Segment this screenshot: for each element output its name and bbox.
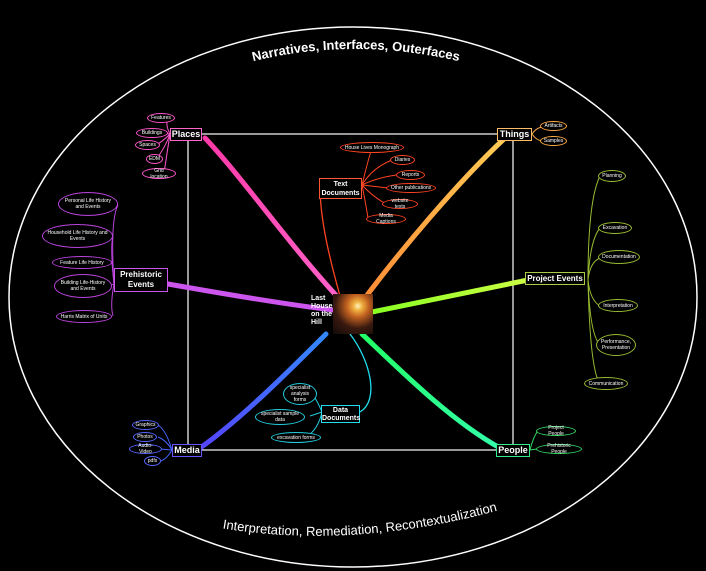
node-prehistoric-events: Prehistoric Events xyxy=(114,268,168,292)
text-item-other-publications: Other publications xyxy=(386,183,436,193)
media-item-pdfs: pdfs xyxy=(144,456,161,466)
node-text-documents: Text Documents xyxy=(319,178,362,199)
branch-project-events xyxy=(369,277,531,315)
data-item-excavation-forms: excavation forms xyxy=(271,432,321,443)
places-item-edm: EDM xyxy=(146,154,163,164)
people-item-prehistoric-people: Prehistoric People xyxy=(536,443,582,455)
places-item-spaces: Spaces xyxy=(135,140,160,150)
project-item-interpretation: Interpretation xyxy=(598,299,638,312)
text-item-website-texts: website texts xyxy=(382,198,418,210)
project-item-performance-presentation: Performance, Presentation xyxy=(596,334,636,356)
node-project-events: Project Events xyxy=(525,272,585,285)
project-item-excavation: Excavation xyxy=(598,222,632,234)
media-item-audio-video: Audio-Video xyxy=(129,443,162,455)
branch-prehistoric-events xyxy=(165,281,336,313)
branch-data-documents xyxy=(349,333,372,413)
node-things: Things xyxy=(497,128,532,141)
media-links xyxy=(157,424,173,462)
text-item-diaries: Diaries xyxy=(390,155,415,165)
center-photo xyxy=(333,294,373,334)
people-item-project-people: Project People xyxy=(536,425,576,437)
people-links xyxy=(529,431,538,451)
project-item-communication: Communication xyxy=(584,377,628,390)
data-item-specialist-sample-data: specialist sample data xyxy=(255,409,305,425)
prehistoric-item-household-life-history: Household Life History and Events xyxy=(42,224,113,248)
top-arc-title: Narratives, Interfaces, Outerfaces xyxy=(250,37,461,64)
places-item-grid-location: Grid location xyxy=(142,168,176,180)
node-people: People xyxy=(496,444,530,457)
places-item-buildings: Buildings xyxy=(136,128,168,138)
project-item-planning: Planning xyxy=(598,170,626,182)
places-item-features: Features xyxy=(147,113,175,123)
prehistoric-item-personal-life-history: Personal Life History and Events xyxy=(58,192,118,216)
media-item-photos: Photos xyxy=(133,432,157,442)
media-item-graphics: Graphics xyxy=(132,420,159,430)
things-item-samples: Samples xyxy=(540,136,567,146)
branch-media xyxy=(197,331,329,451)
node-media: Media xyxy=(172,444,202,457)
data-item-specialist-analysis-forms: specialist analysis forms xyxy=(283,383,317,405)
branch-places xyxy=(202,135,355,315)
node-places: Places xyxy=(170,128,202,141)
project-item-documentation: Documentation xyxy=(598,250,640,264)
bottom-arc-title: Interpretation, Remediation, Recontextua… xyxy=(222,499,498,539)
prehistoric-item-building-life-history: Building Life-History and Events xyxy=(54,274,112,298)
prehistoric-item-harris-matrix: Harris Matrix of Units xyxy=(56,310,112,323)
things-item-artifacts: Artifacts xyxy=(540,121,567,131)
text-item-media-captions: Media Captions xyxy=(366,213,406,225)
center-topic: Last House on the Hill xyxy=(311,295,333,326)
prehistoric-links xyxy=(109,204,119,317)
node-data-documents: Data Documents xyxy=(321,405,361,423)
prehistoric-item-feature-life-history: Feature Life History xyxy=(52,256,112,269)
project-links xyxy=(587,175,601,385)
outer-ellipse xyxy=(8,26,698,568)
text-item-reports: Reports xyxy=(396,170,425,180)
inner-square xyxy=(187,133,514,451)
text-item-house-lives-monograph: House Lives Monograph xyxy=(340,142,404,153)
branch-things xyxy=(353,135,508,313)
branch-people xyxy=(359,331,503,451)
